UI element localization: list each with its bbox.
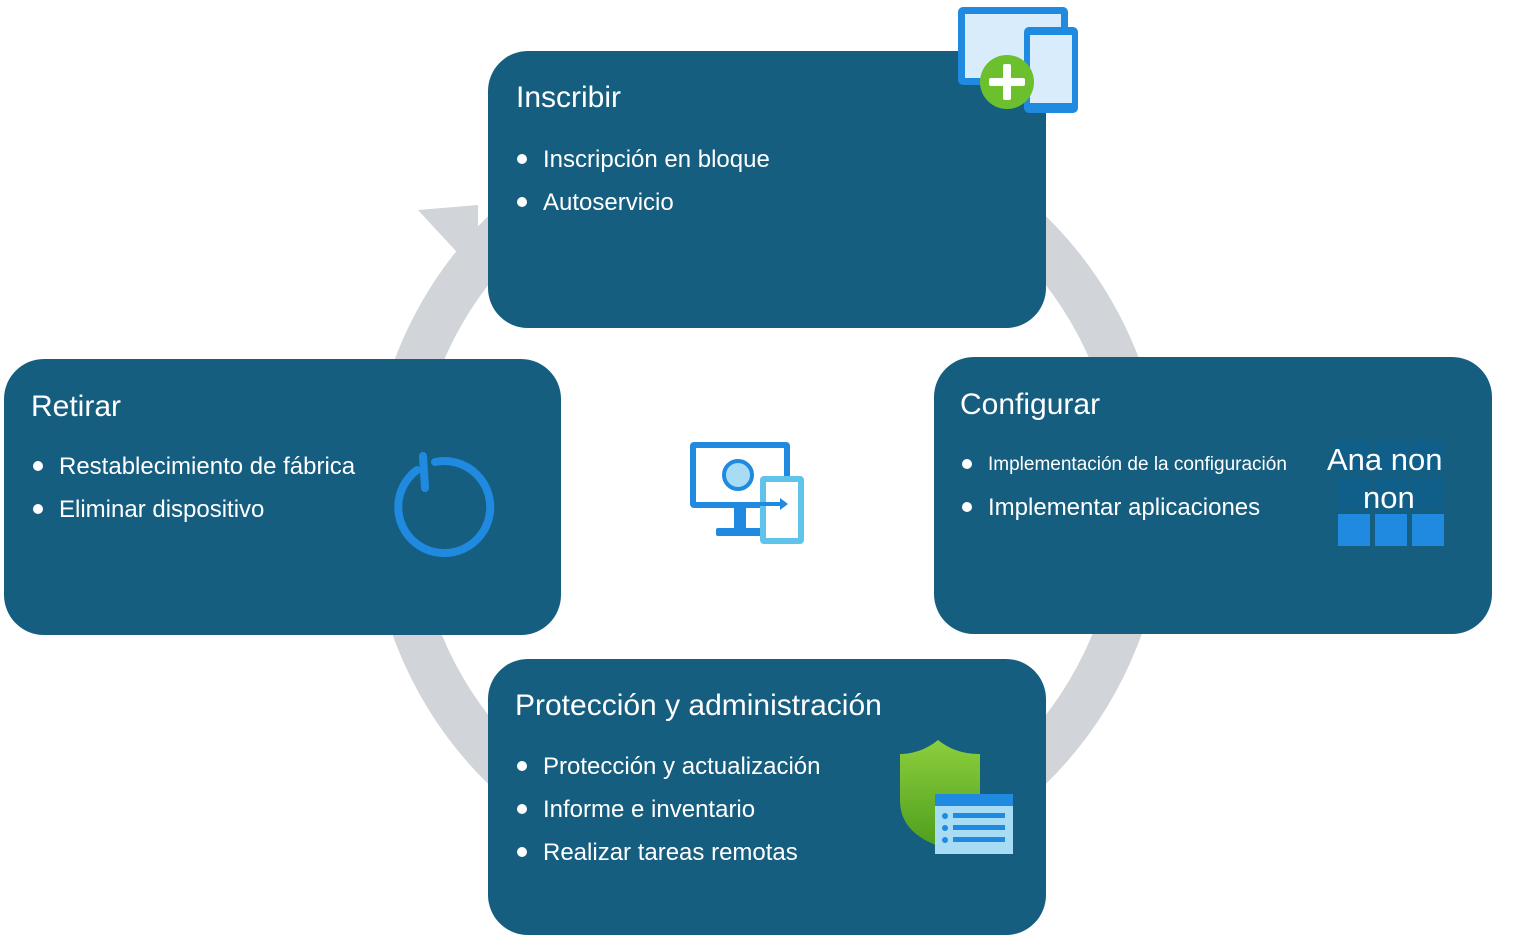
cycle-arrow-head xyxy=(418,205,478,275)
stage-card-enroll: Inscribir Inscripción en bloque Autoserv… xyxy=(488,51,1046,328)
monitor-device-sync-icon xyxy=(690,442,804,544)
stage-list-protect: Protección y actualización Informe e inv… xyxy=(515,752,820,881)
list-item: Protección y actualización xyxy=(515,752,820,795)
list-item: Informe e inventario xyxy=(515,795,820,838)
stage-list-enroll: Inscripción en bloque Autoservicio xyxy=(515,145,770,231)
app-tiles-icon xyxy=(1338,440,1444,546)
stage-title-configure: Configurar xyxy=(960,388,1101,421)
list-item: Implementación de la configuración xyxy=(960,450,1287,493)
list-item: Autoservicio xyxy=(515,188,770,231)
stage-list-configure: Implementación de la configuración Imple… xyxy=(960,450,1287,536)
app-tiles-overlay-text-2: non xyxy=(1363,480,1415,515)
tablet-phone-add-icon xyxy=(958,7,1078,113)
shield-list-icon xyxy=(900,740,1013,854)
stage-title-protect: Protección y administración xyxy=(515,689,882,722)
app-tiles-overlay-text-1: Ana non xyxy=(1327,442,1443,477)
stage-card-retire: Retirar Restablecimiento de fábrica Elim… xyxy=(4,359,561,635)
list-item: Restablecimiento de fábrica xyxy=(31,452,355,495)
list-item: Eliminar dispositivo xyxy=(31,495,355,538)
stage-card-protect: Protección y administración Protección y… xyxy=(488,659,1046,935)
list-item: Inscripción en bloque xyxy=(515,145,770,188)
reset-power-icon xyxy=(394,452,495,557)
list-item: Implementar aplicaciones xyxy=(960,493,1287,536)
stage-list-retire: Restablecimiento de fábrica Eliminar dis… xyxy=(31,452,355,538)
stage-title-retire: Retirar xyxy=(31,390,122,423)
list-item: Realizar tareas remotas xyxy=(515,838,820,881)
stage-title-enroll: Inscribir xyxy=(516,81,622,114)
